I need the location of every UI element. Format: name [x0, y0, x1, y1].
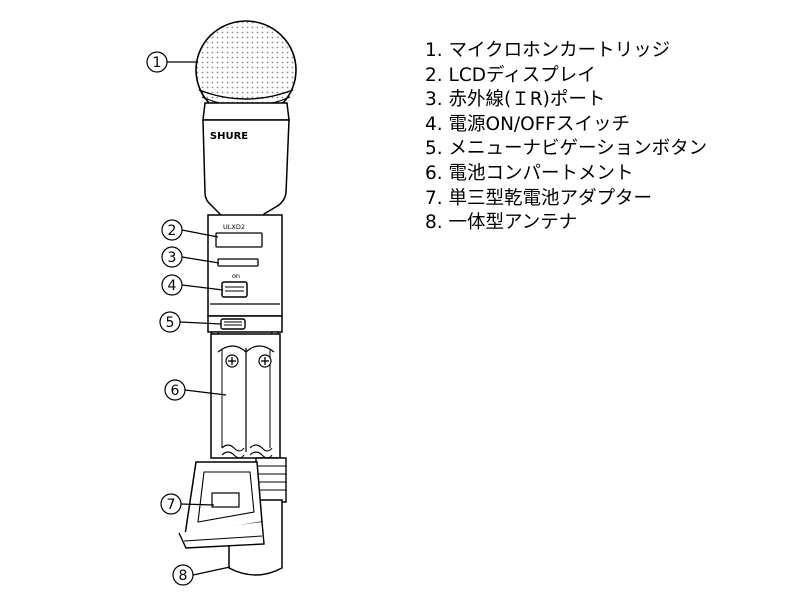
- svg-text:3: 3: [168, 250, 177, 266]
- power-switch: [221, 281, 248, 298]
- svg-text:1: 1: [153, 55, 162, 71]
- parts-list-item: 3. 赤外線(ＩR)ポート: [425, 89, 606, 111]
- svg-text:6: 6: [171, 383, 180, 399]
- parts-list-item: 5. メニューナビゲーションボタン: [425, 138, 708, 160]
- model-label: ULXD2: [223, 223, 245, 231]
- svg-text:2: 2: [168, 223, 177, 239]
- parts-list-item: 6. 電池コンパートメント: [425, 162, 634, 184]
- battery-compartment: [210, 333, 281, 459]
- brand-logo: SHURE: [210, 131, 248, 142]
- callout-8: 8: [172, 564, 231, 586]
- callout-5: 5: [159, 311, 222, 333]
- plus-terminal-right-icon: [258, 354, 272, 368]
- parts-list: 1. マイクロホンカートリッジ 2. LCDディスプレイ 3. 赤外線(ＩR)ポ…: [425, 39, 707, 236]
- svg-text:5: 5: [166, 315, 175, 331]
- ir-port: [217, 258, 259, 267]
- parts-list-item: 1. マイクロホンカートリッジ: [425, 40, 671, 61]
- grille-collar: [202, 102, 290, 121]
- callout-3: 3: [161, 246, 220, 268]
- callout-1: 1: [146, 51, 198, 73]
- switch-label: on: [232, 272, 240, 280]
- callout-4: 4: [161, 274, 224, 296]
- callout-7: 7: [160, 493, 215, 515]
- parts-list-item: 7. 単三型乾電池アダプター: [425, 187, 653, 209]
- parts-list-item: 4. 電源ON/OFFスイッチ: [425, 113, 631, 135]
- callout-6: 6: [164, 379, 227, 401]
- callout-2: 2: [161, 219, 219, 241]
- parts-list-item: 8. 一体型アンテナ: [425, 212, 578, 234]
- lcd-display: [215, 232, 263, 248]
- menu-navigation-button: [220, 318, 246, 330]
- svg-text:4: 4: [168, 278, 177, 294]
- svg-text:7: 7: [167, 497, 176, 513]
- plus-terminal-left-icon: [225, 354, 239, 368]
- display-panel: ULXD2 on: [207, 214, 283, 317]
- battery-spring-left: [221, 444, 245, 459]
- svg-text:8: 8: [179, 568, 188, 584]
- aa-battery-adapter: [178, 461, 265, 549]
- parts-list-item: 2. LCDディスプレイ: [425, 64, 596, 86]
